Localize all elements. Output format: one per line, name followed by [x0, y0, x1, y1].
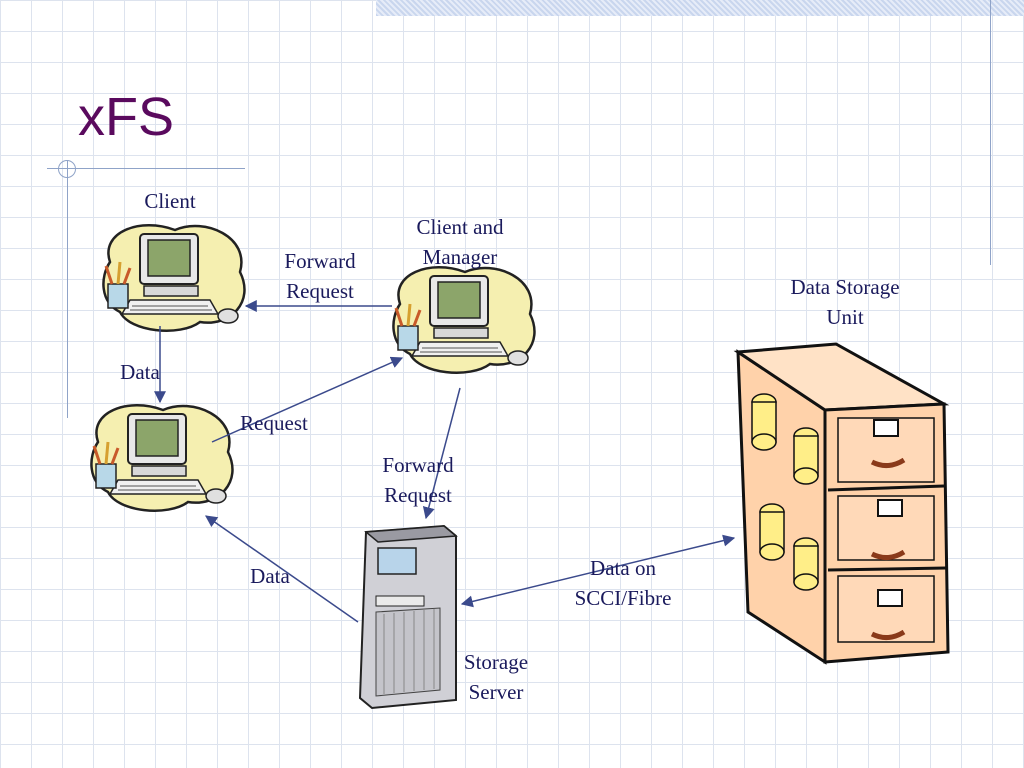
- label-client: Client: [144, 189, 196, 213]
- arrow-request: [211, 356, 404, 443]
- right-decor-line: [990, 0, 991, 265]
- arrow-data-scci: [460, 534, 736, 608]
- client-computer-icon: [101, 223, 246, 333]
- label-storage-server: Storage Server: [463, 650, 529, 704]
- label-data-left: Data: [120, 360, 160, 384]
- label-data-bottom: Data: [250, 564, 290, 588]
- label-request: Request: [240, 411, 308, 435]
- left-decor-line: [67, 160, 68, 418]
- storage-server-icon: [358, 524, 458, 710]
- label-forward-request-mid: Forward Request: [382, 453, 454, 507]
- label-forward-request-top: Forward Request: [284, 249, 356, 303]
- decor-circle: [58, 160, 76, 178]
- manager-computer-icon: [391, 265, 536, 375]
- title-underline: [47, 168, 245, 169]
- arrow-forward-request-mid: [422, 387, 461, 520]
- top-decor-band: [376, 0, 1024, 16]
- label-data-storage-unit: Data Storage Unit: [790, 275, 900, 329]
- arrow-data-bottom: [205, 515, 359, 623]
- second-client-computer-icon: [89, 403, 234, 513]
- label-data-on-scci: Data on SCCI/Fibre: [574, 556, 672, 610]
- data-storage-cabinet-icon: [733, 342, 950, 665]
- label-client-and-manager: Client and Manager: [416, 215, 504, 269]
- slide-title: xFS: [78, 87, 175, 147]
